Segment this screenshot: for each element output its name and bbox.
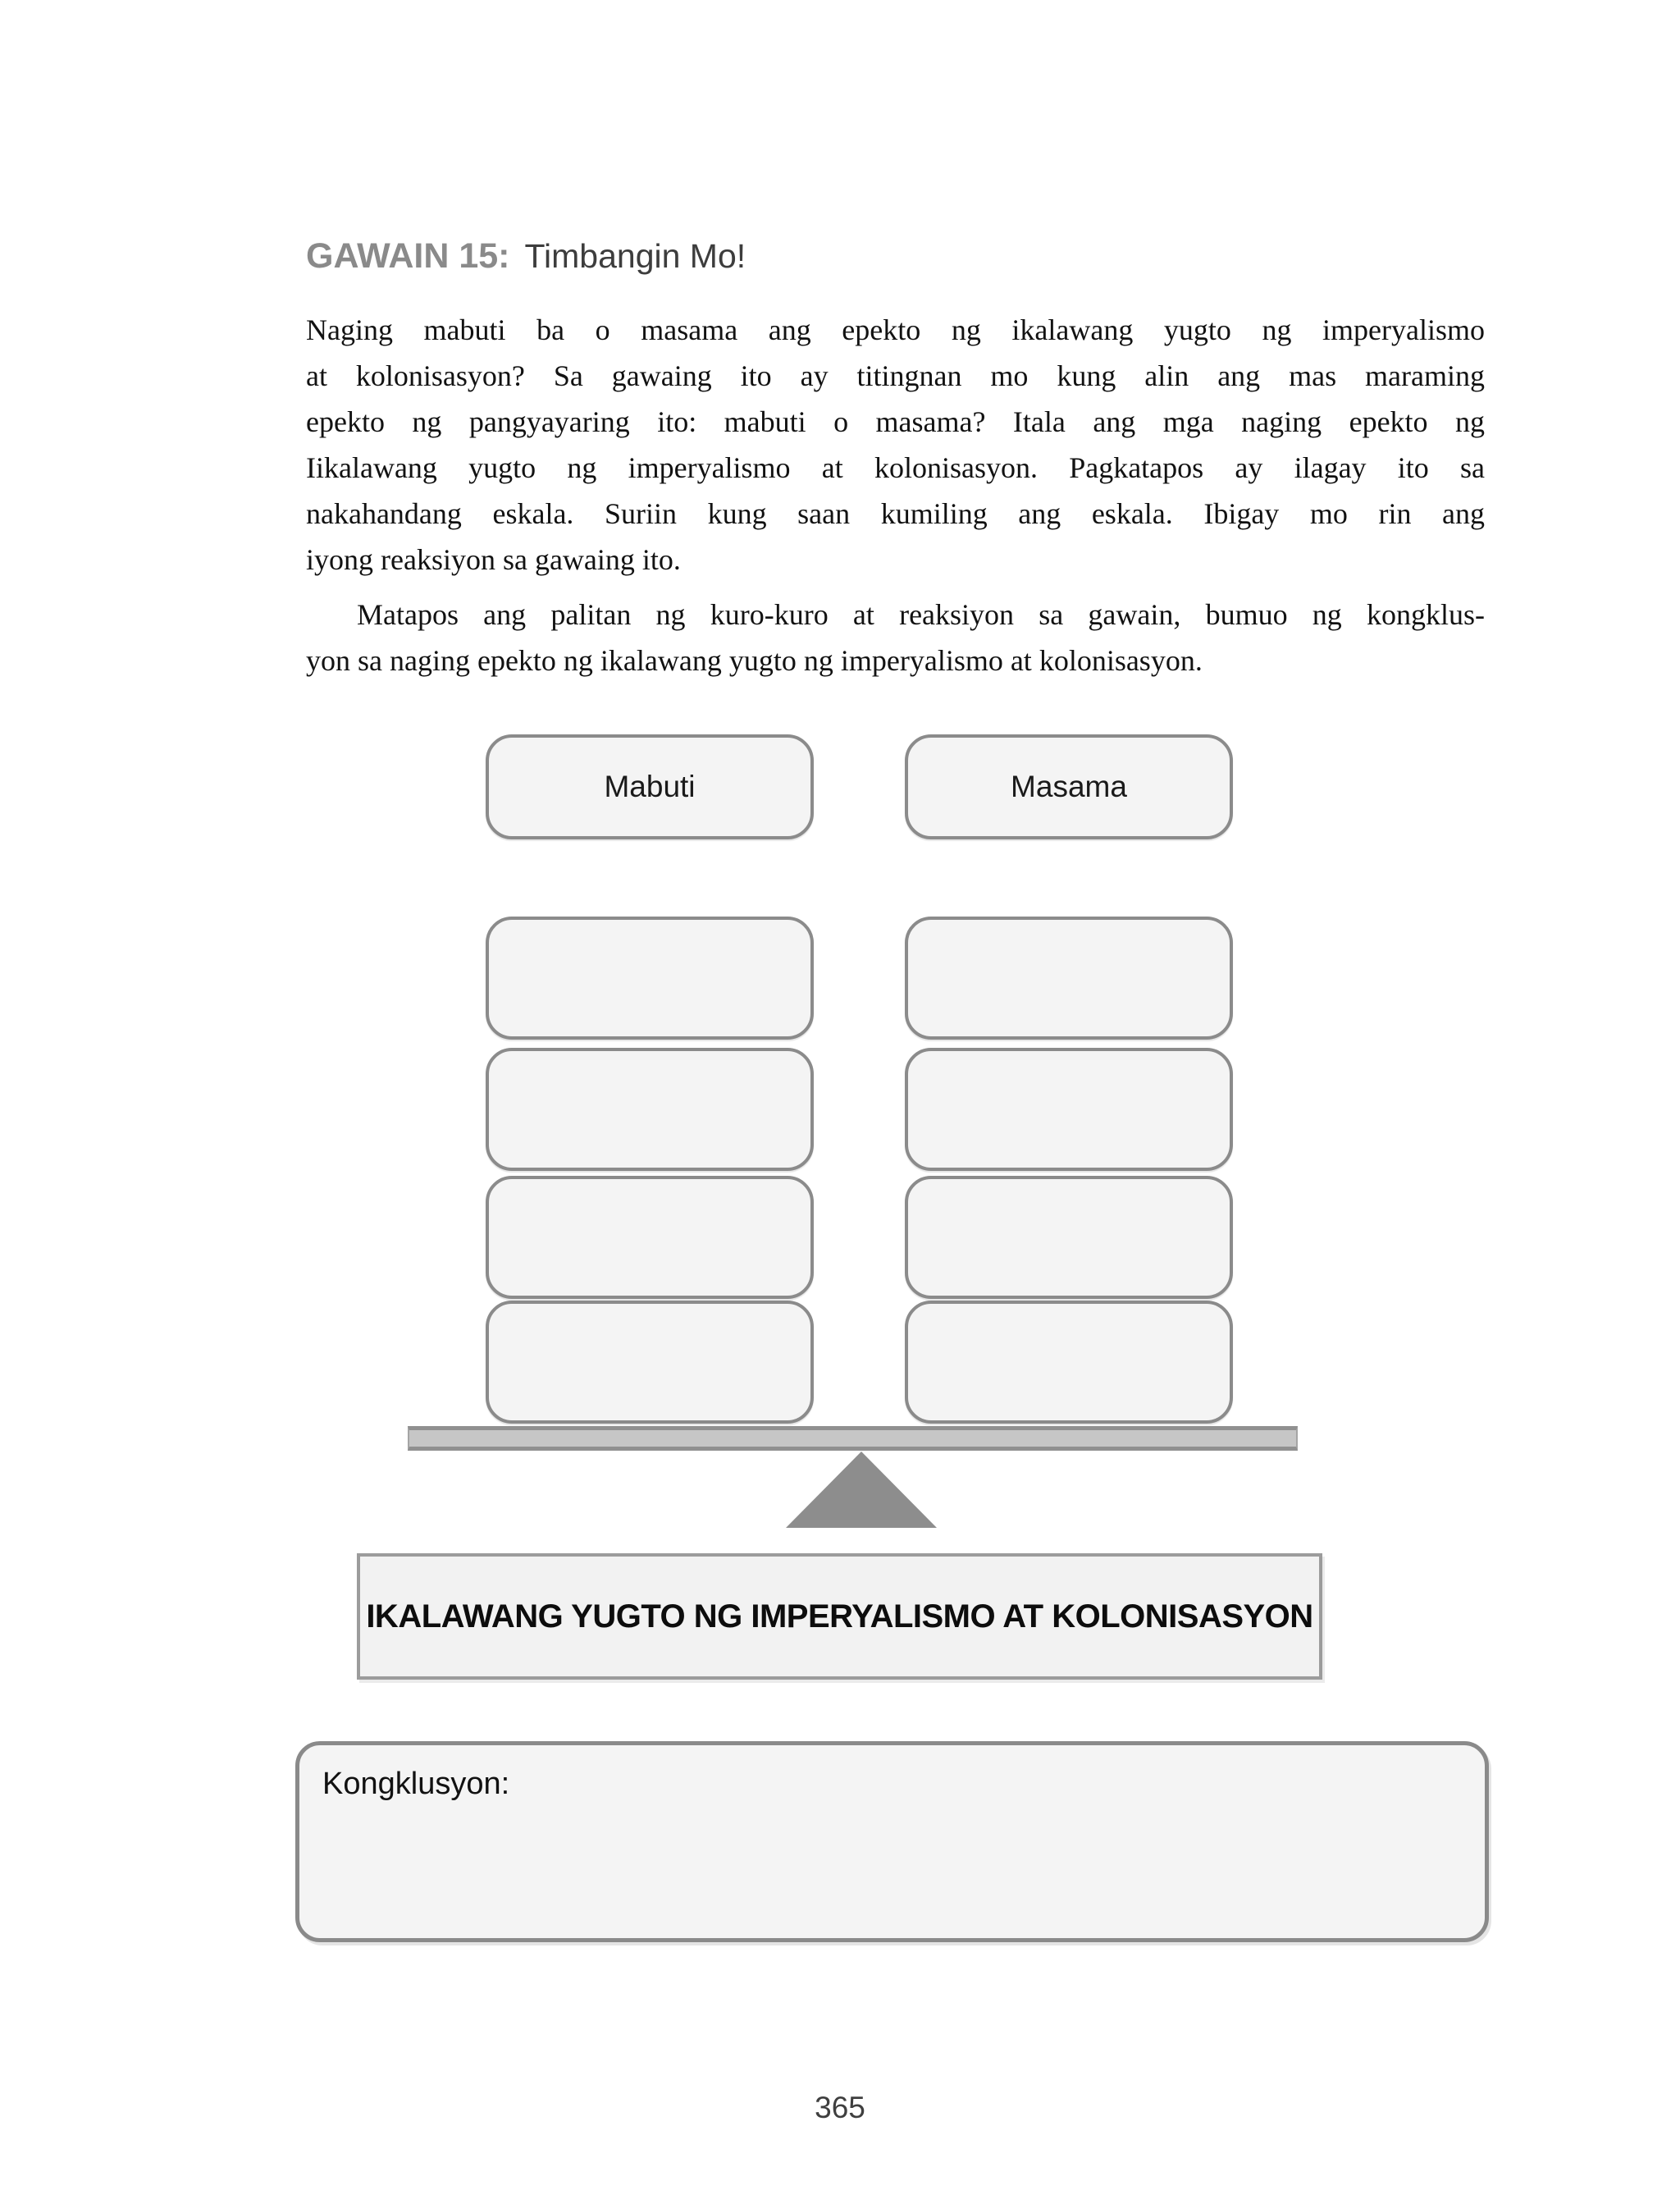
conclusion-label: Kongklusyon: — [322, 1767, 510, 1801]
mabuti-answer-slot-3[interactable] — [486, 1176, 814, 1299]
paragraph-line: nakahandang eskala. Suriin kung saan kum… — [306, 497, 1485, 530]
mabuti-answer-slot-2[interactable] — [486, 1048, 814, 1171]
paragraph-line: Matapos ang palitan ng kuro-kuro at reak… — [357, 598, 1485, 631]
page-number: 365 — [815, 2091, 865, 2124]
activity-heading: GAWAIN 15: Timbangin Mo! — [306, 236, 1485, 277]
instructions-paragraphs: Naging mabuti ba o masama ang epekto ng … — [306, 307, 1485, 684]
mabuti-answer-slot-1[interactable] — [486, 917, 814, 1040]
masama-answer-slot-4[interactable] — [905, 1301, 1233, 1424]
mabuti-label: Mabuti — [604, 770, 696, 803]
paragraph-line: epekto ng pangyayaring ito: mabuti o mas… — [306, 405, 1485, 438]
masama-answer-slot-3[interactable] — [905, 1176, 1233, 1299]
mabuti-answer-slot-4[interactable] — [486, 1301, 814, 1424]
paragraph-line: yon sa naging epekto ng ikalawang yugto … — [306, 644, 1203, 677]
paragraph-line: iyong reaksiyon sa gawaing ito. — [306, 543, 681, 576]
paragraph-line: at kolonisasyon? Sa gawaing ito ay titin… — [306, 359, 1485, 392]
masama-answer-slot-1[interactable] — [905, 917, 1233, 1040]
masama-label: Masama — [1011, 770, 1127, 803]
masama-header-box: Masama — [905, 734, 1233, 839]
paragraph-line: Naging mabuti ba o masama ang epekto ng … — [306, 313, 1485, 346]
activity-number-label: GAWAIN 15: — [306, 236, 510, 276]
balance-fulcrum-triangle-icon — [786, 1452, 937, 1528]
conclusion-input-box[interactable]: Kongklusyon: — [295, 1741, 1489, 1942]
masama-answer-slot-2[interactable] — [905, 1048, 1233, 1171]
paragraph-line: Iikalawang yugto ng imperyalismo at kolo… — [306, 451, 1485, 484]
mabuti-header-box: Mabuti — [486, 734, 814, 839]
scale-topic-label: IKALAWANG YUGTO NG IMPERYALISMO AT KOLON… — [366, 1598, 1313, 1634]
scale-topic-box: IKALAWANG YUGTO NG IMPERYALISMO AT KOLON… — [357, 1553, 1322, 1680]
activity-title: Timbangin Mo! — [524, 237, 746, 275]
balance-plank — [408, 1426, 1298, 1451]
